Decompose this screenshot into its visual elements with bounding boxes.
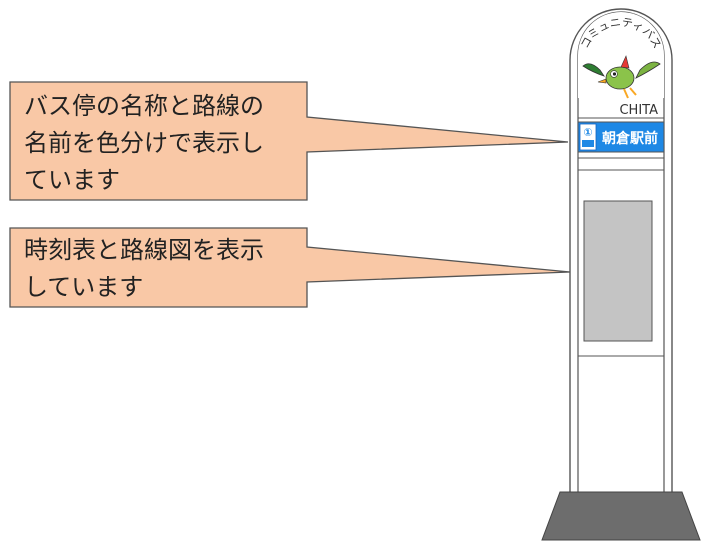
- mascot-bird-icon: [582, 55, 661, 99]
- callout-1-text: バス停の名称と路線の 名前を色分けで表示し ています: [24, 88, 264, 199]
- callout-2-box: [9, 227, 571, 308]
- callout-1-line-2: 名前を色分けで表示し: [24, 129, 264, 157]
- callout-1: [9, 81, 569, 201]
- callout-2-line-1: 時刻表と路線図を表示: [24, 236, 264, 264]
- timetable-panel: [583, 200, 653, 342]
- bus-stop-sign: コミュニティバス CHITA ① 朝倉駅前: [541, 8, 701, 541]
- callout-1-line-3: ています: [24, 166, 120, 194]
- callout-2-line-2: しています: [24, 273, 144, 301]
- sign-base: [541, 491, 701, 541]
- sign-brand-text: CHITA: [619, 103, 658, 118]
- callout-2: [9, 227, 571, 308]
- callout-1-box: [9, 81, 569, 201]
- sign-pole-outer: [569, 8, 673, 492]
- route-name: 朝倉駅前: [602, 130, 658, 147]
- route-number: ①: [583, 126, 592, 139]
- callout-1-line-1: バス停の名称と路線の: [24, 92, 264, 120]
- callout-2-text: 時刻表と路線図を表示 しています: [24, 232, 264, 306]
